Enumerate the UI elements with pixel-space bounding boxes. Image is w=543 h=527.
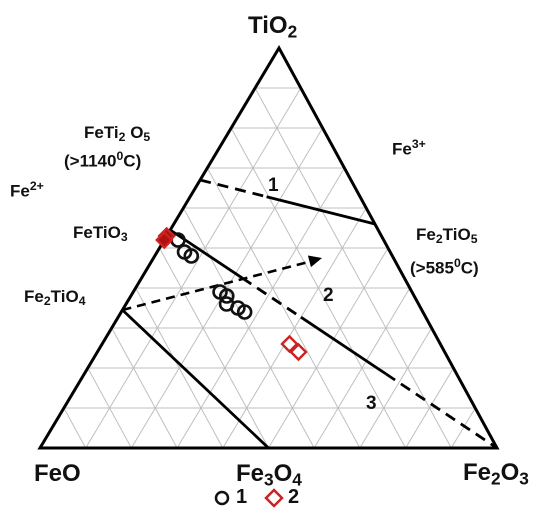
tie-line-2-segment <box>300 316 387 376</box>
grid-line <box>206 167 361 449</box>
tie-line-3-solid <box>121 308 270 450</box>
grid-line <box>63 407 87 449</box>
tie-line-2-segment <box>385 372 498 450</box>
grid-line <box>268 247 389 449</box>
phase-label-feti2o5-temperature: (>11400C) <box>64 149 142 171</box>
tie-line-2-segment <box>241 276 302 319</box>
phase-label-feti2o5: FeTi2 O5 <box>84 123 151 145</box>
ternary-grid <box>63 87 476 449</box>
arrow-head <box>307 255 322 268</box>
tie-line-1-dashed <box>199 178 267 199</box>
phase-label-fe3plus: Fe3+ <box>392 137 426 159</box>
data-point-series-2 <box>280 334 299 354</box>
grid-line <box>254 87 452 449</box>
grid-line <box>230 127 407 449</box>
grid-line <box>359 327 433 449</box>
phase-label-fe2plus: Fe2+ <box>10 179 44 201</box>
data-point-series-1 <box>183 248 200 264</box>
tie-line-2-segment <box>169 228 243 280</box>
tie-line-1-solid <box>266 195 376 226</box>
vertex-label-fe2o3: Fe2O3 <box>463 459 529 489</box>
legend-label-2: 2 <box>288 486 300 508</box>
grid-line <box>111 327 178 449</box>
phase-label-fe2tio5-temperature: (>5850C) <box>410 256 479 278</box>
region-number-1: 1 <box>268 175 279 196</box>
data-point-series-1 <box>236 304 253 320</box>
legend-label-1: 1 <box>236 486 248 508</box>
legend-symbols <box>214 488 284 508</box>
legend: 1 2 <box>212 484 332 510</box>
grid-line <box>176 167 345 449</box>
data-point-series-2 <box>289 342 308 362</box>
vertex-label-tio2: TiO2 <box>248 12 298 42</box>
phase-label-fe2tio5: Fe2TiO5 <box>416 225 478 247</box>
grid-line <box>130 127 324 449</box>
region-number-2: 2 <box>323 285 334 306</box>
grid-line <box>85 87 302 449</box>
phase-label-fetio3: FeTiO3 <box>73 223 128 245</box>
grid-line <box>450 407 476 449</box>
legend-circle-marker <box>214 490 230 506</box>
data-points <box>155 226 308 362</box>
data-point-series-1 <box>218 288 235 304</box>
grid-line <box>159 247 269 449</box>
vertex-label-feo: FeO <box>34 460 81 487</box>
tie-lines <box>121 178 498 450</box>
edge-label-fe3o4: Fe3O4 <box>236 460 302 490</box>
legend-diamond-marker <box>264 488 284 508</box>
data-point-series-2 <box>155 230 174 250</box>
arrow-dashed-line <box>122 258 317 312</box>
region-number-3: 3 <box>366 393 377 414</box>
phase-label-fe2tio4: Fe2TiO4 <box>24 287 86 309</box>
